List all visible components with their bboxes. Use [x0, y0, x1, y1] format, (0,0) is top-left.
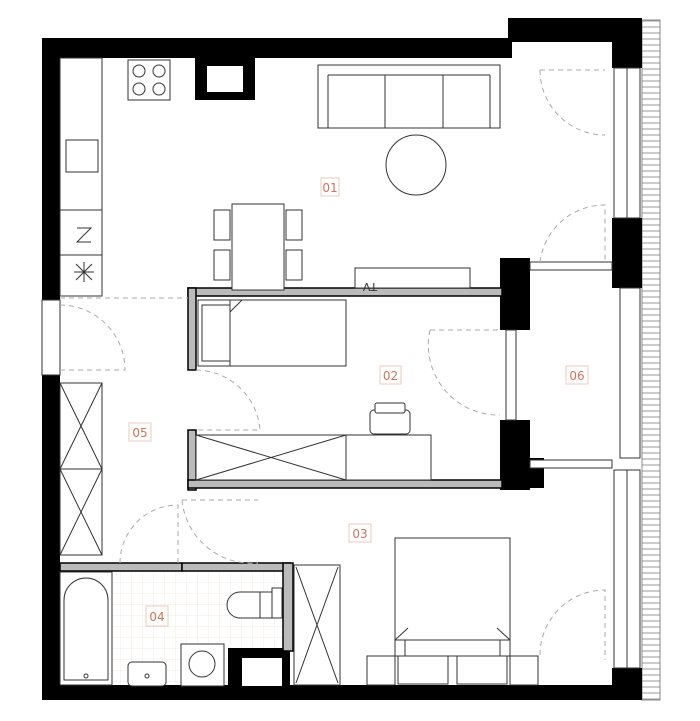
windows	[41, 67, 641, 669]
room-label-02: 02	[379, 365, 402, 385]
single-bed	[197, 299, 347, 367]
room-label-03: 03	[348, 523, 372, 543]
interior-partitions	[59, 287, 503, 652]
tv-label: TV	[362, 280, 378, 293]
double-bed	[366, 537, 539, 686]
svg-text:03: 03	[352, 527, 367, 541]
wardrobe-room-02	[195, 434, 347, 481]
room-label-05: 05	[128, 422, 152, 442]
stove	[127, 59, 171, 101]
desk	[345, 434, 432, 481]
desk-chair	[369, 402, 411, 435]
sink	[65, 139, 99, 173]
round-table	[385, 134, 447, 196]
sofa	[317, 64, 501, 129]
svg-text:06: 06	[569, 369, 584, 383]
dining-set	[213, 203, 303, 291]
door-swings	[59, 69, 606, 660]
svg-text:04: 04	[149, 610, 164, 624]
wardrobe-hall	[59, 382, 103, 556]
svg-text:01: 01	[322, 181, 337, 195]
tv-stand: TV	[354, 267, 471, 293]
room-label-01: 01	[320, 177, 340, 197]
washbasin	[127, 661, 167, 687]
exterior-walls	[42, 18, 642, 700]
room-label-04: 04	[145, 605, 169, 627]
kitchen-counter	[59, 57, 171, 297]
toilet	[226, 587, 283, 619]
balcony-strip	[641, 19, 661, 701]
washing-machine	[180, 643, 225, 687]
wardrobe-room-03	[293, 564, 341, 686]
svg-text:02: 02	[383, 369, 398, 383]
svg-text:05: 05	[132, 426, 147, 440]
bathtub	[59, 571, 113, 686]
room-label-06: 06	[565, 365, 589, 385]
